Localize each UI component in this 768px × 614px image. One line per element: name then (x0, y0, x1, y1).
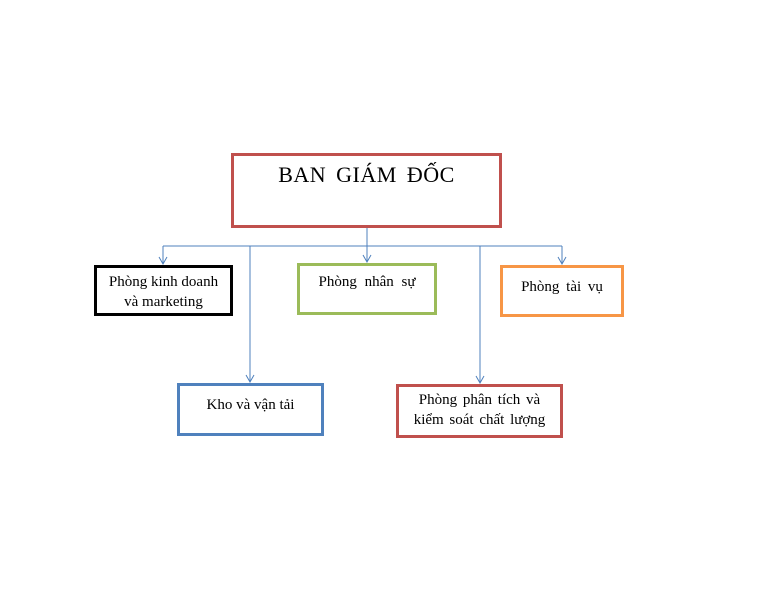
board-of-directors-label: BAN GIÁM ĐỐC (278, 162, 455, 187)
sales-marketing-label-line-2: và marketing (124, 294, 203, 310)
quality-control-box: Phòng phân tích và kiểm soát chất lượng (396, 384, 563, 438)
quality-control-label-line-2: kiểm soát chất lượng (413, 412, 546, 428)
logistics-box: Kho và vận tải (177, 383, 324, 436)
sales-marketing-box: Phòng kinh doanh và marketing (94, 265, 233, 316)
arrow-head-logistics (245, 374, 255, 384)
logistics-label: Kho và vận tải (206, 397, 295, 413)
arrow-head-sales (158, 256, 168, 266)
finance-label: Phòng tài vụ (521, 279, 603, 295)
finance-box: Phòng tài vụ (500, 265, 624, 317)
arrow-head-hr (362, 254, 372, 264)
sales-marketing-label-line-1: Phòng kinh doanh (108, 274, 219, 290)
arrow-head-qa (475, 375, 485, 385)
quality-control-label-line-1: Phòng phân tích và (418, 392, 541, 408)
hr-label: Phòng nhân sự (318, 274, 416, 290)
connector-lines (158, 228, 567, 385)
arrow-head-finance (557, 256, 567, 266)
hr-box: Phòng nhân sự (297, 263, 437, 315)
board-of-directors-box: BAN GIÁM ĐỐC (231, 153, 502, 228)
